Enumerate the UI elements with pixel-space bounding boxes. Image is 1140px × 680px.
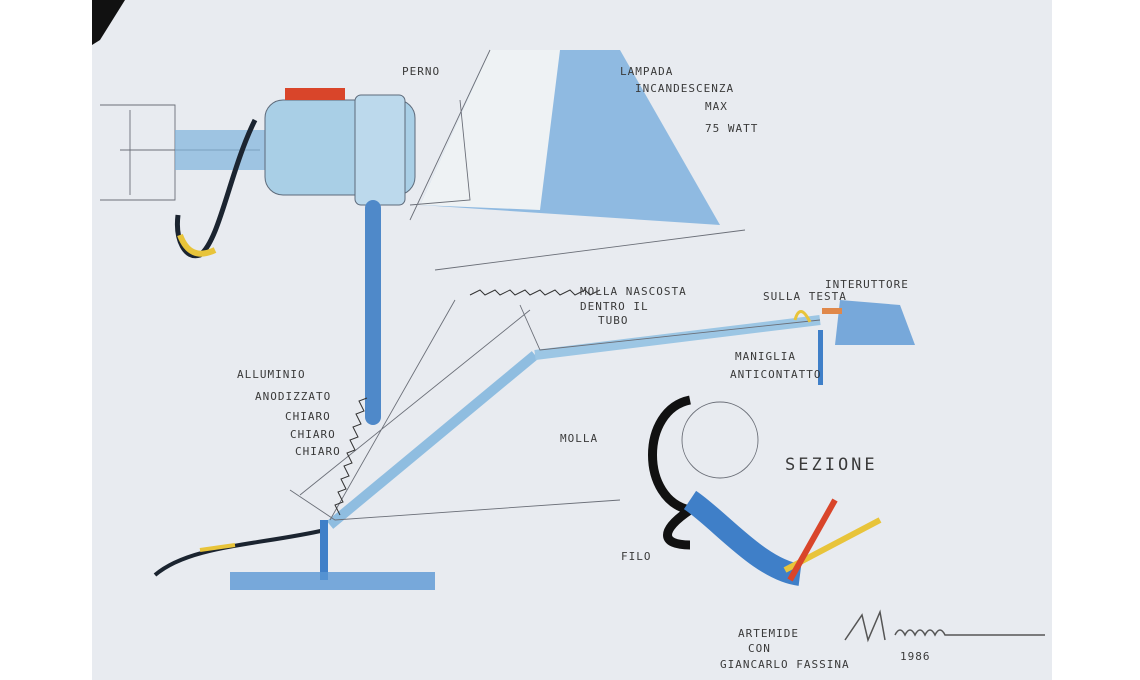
label-tubo: TUBO [598, 314, 629, 327]
label-alluminio: ALLUMINIO [237, 368, 306, 381]
label-incandescenza: INCANDESCENZA [635, 82, 734, 95]
label-chiaro-1: CHIARO [285, 410, 331, 423]
label-anodizzato: ANODIZZATO [255, 390, 331, 403]
credit-artemide: ARTEMIDE [738, 627, 799, 640]
label-watt: 75 WATT [705, 122, 758, 135]
label-molla-nascosta: MOLLA NASCOSTA [580, 285, 687, 298]
credit-fassina: GIANCARLO FASSINA [720, 658, 850, 671]
lamp-arm-drawing [153, 229, 915, 590]
credit-con: CON [748, 642, 771, 655]
annotations: PERNO LAMPADA INCANDESCENZA MAX 75 WATT … [237, 65, 1045, 671]
signature [844, 609, 1045, 643]
label-lampada: LAMPADA [620, 65, 673, 78]
label-molla: MOLLA [560, 432, 598, 445]
label-chiaro-2: CHIARO [290, 428, 336, 441]
label-anticontatto: ANTICONTATTO [730, 368, 821, 381]
label-interuttore: INTERUTTORE [825, 278, 909, 291]
label-maniglia: MANIGLIA [735, 350, 796, 363]
label-perno: PERNO [402, 65, 440, 78]
label-chiaro-3: CHIARO [295, 445, 341, 458]
label-sezione: SEZIONE [785, 455, 878, 475]
lamp-head-drawing [100, 49, 720, 425]
label-filo: FILO [621, 550, 652, 563]
label-max: MAX [705, 100, 728, 113]
label-sulla-testa: SULLA TESTA [763, 290, 847, 303]
year: 1986 [900, 650, 931, 663]
paper-corner-shadow [92, 0, 125, 45]
section-drawing [648, 395, 882, 586]
label-dentro-il: DENTRO IL [580, 300, 649, 313]
